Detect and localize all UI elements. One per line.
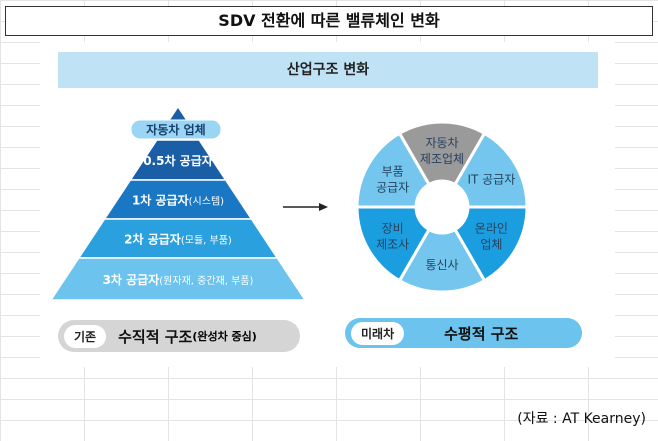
banner-heading: 산업구조 변화 bbox=[58, 52, 598, 88]
pyramid-layer-label: 2차 공급자(모듈, 부품) bbox=[124, 232, 232, 247]
wheel-segment-label: 자동차 bbox=[425, 136, 458, 150]
horizontal-structure-pill: 미래차 수평적 구조 bbox=[345, 318, 582, 348]
pyramid-layer-label: 1차 공급자(시스템) bbox=[132, 193, 224, 208]
vertical-structure-label: 수직적 구조 bbox=[118, 327, 193, 346]
horizontal-structure-label: 수평적 구조 bbox=[444, 324, 519, 343]
vertical-structure-pill: 기존 수직적 구조 (완성차 중심) bbox=[58, 320, 300, 352]
wheel-segment-label: 공급자 bbox=[376, 181, 409, 195]
pyramid-top-label: 자동차 업체 bbox=[146, 122, 205, 137]
future-tag: 미래차 bbox=[351, 321, 405, 345]
current-tag: 기존 bbox=[64, 324, 107, 348]
wheel-segment-label: 온라인 bbox=[475, 222, 508, 236]
wheel-segment bbox=[355, 131, 432, 209]
wheel-segment bbox=[355, 205, 432, 283]
wheel-segment-label: 제조사 bbox=[376, 238, 409, 252]
source-note: (자료 : AT Kearney) bbox=[517, 411, 646, 427]
pyramid-layer bbox=[49, 257, 307, 301]
wheel-segment-label: 제조업체 bbox=[420, 152, 464, 166]
wheel-segment-label: 업체 bbox=[480, 238, 502, 252]
vertical-structure-sub: (완성차 중심) bbox=[192, 330, 257, 343]
wheel-segment bbox=[452, 205, 529, 283]
wheel-segment-label: 부품 bbox=[382, 165, 404, 179]
wheel-segment-label: 장비 bbox=[382, 222, 404, 236]
pyramid-layer-label: 3차 공급자(원자재, 중간재, 부품) bbox=[103, 272, 254, 287]
pyramid-top-pill bbox=[130, 119, 222, 140]
wheel-segment-label: 통신사 bbox=[425, 258, 458, 272]
wheel-center bbox=[417, 182, 467, 232]
wheel-segment-label: IT 공급자 bbox=[467, 173, 515, 187]
page-title: SDV 전환에 따른 밸류체인 변화 bbox=[5, 6, 653, 36]
wheel-segment bbox=[452, 131, 529, 209]
pyramid-layer-label: 0.5차 공급자 bbox=[143, 153, 213, 168]
arrow-head-icon bbox=[319, 203, 328, 211]
